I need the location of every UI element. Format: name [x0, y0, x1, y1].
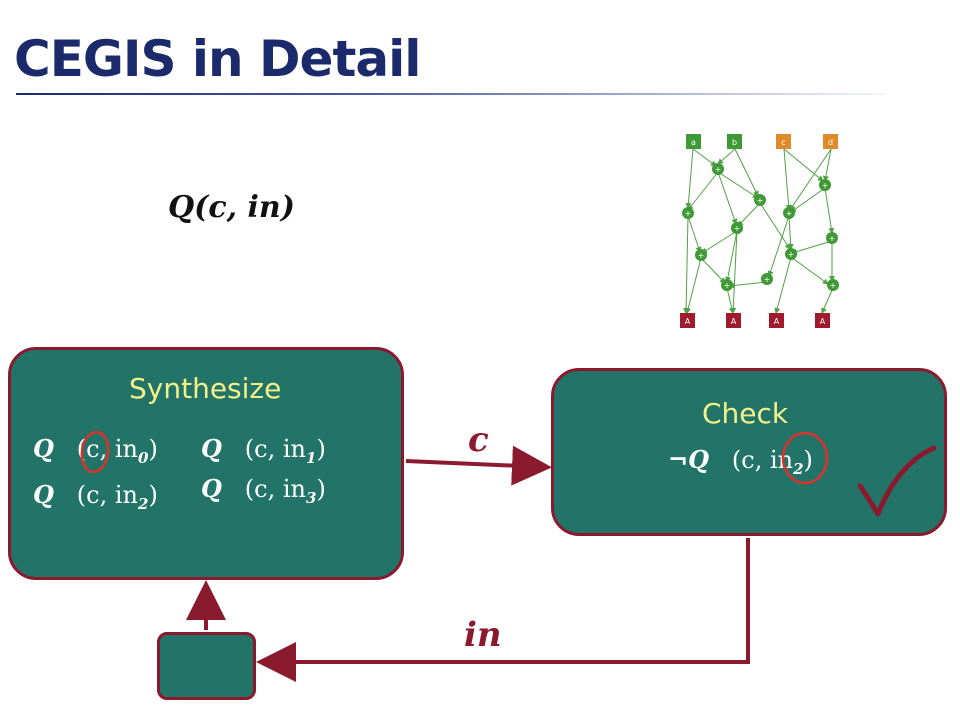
dag-op-label: +	[757, 196, 764, 205]
dag-input-label: d	[828, 138, 833, 147]
dag-op-node	[785, 248, 797, 260]
synth-q: Q	[201, 474, 222, 503]
dag-op-label: +	[685, 209, 692, 218]
synth-close: )	[316, 435, 326, 463]
dag-output-label: A	[731, 317, 737, 326]
dag-op-label: +	[764, 275, 771, 284]
dag-op-node	[827, 279, 839, 291]
dag-output-label: A	[774, 317, 780, 326]
synth-sub: 1	[306, 448, 317, 467]
dag-op-node	[721, 279, 733, 291]
dag-op-nodes: + + + + + + + + + + + +	[682, 163, 839, 291]
title-underline	[16, 93, 886, 95]
synth-args: (c, in	[76, 481, 138, 509]
dag-op-label: +	[822, 181, 829, 190]
dag-output-node	[815, 313, 830, 328]
check-label: Check	[702, 397, 789, 430]
dag-input-b	[727, 134, 742, 149]
dag-input-label: a	[691, 138, 696, 147]
dag-op-node	[754, 194, 766, 206]
dag-output-nodes: A A A A	[680, 313, 830, 328]
synth-query: Q (c, in1)	[201, 434, 326, 467]
synth-args: (c, in	[244, 435, 306, 463]
edge-label-c: c	[468, 420, 489, 460]
check-close: )	[803, 446, 813, 474]
synth-q: Q	[33, 480, 54, 509]
highlight-circle-c	[80, 430, 110, 474]
dag-input-label: b	[732, 138, 737, 147]
dag-input-c	[776, 134, 791, 149]
dag-op-node	[819, 179, 831, 191]
dag-op-label: +	[830, 281, 837, 290]
dag-op-label: +	[786, 209, 793, 218]
dag-input-label: c	[781, 138, 785, 147]
dag-op-node	[826, 232, 838, 244]
synth-query: Q (c, in3)	[201, 474, 326, 507]
checkmark-icon	[857, 445, 937, 517]
synth-close: )	[148, 481, 158, 509]
synth-args: (c, in	[244, 475, 306, 503]
dag-op-label: +	[734, 224, 741, 233]
synthesize-box: Synthesize Q (c, in0) Q (c, in1) Q (c, i…	[8, 347, 404, 580]
dag-op-label: +	[829, 234, 836, 243]
formula-text: Q(c, in)	[168, 190, 295, 225]
dag-output-node	[680, 313, 695, 328]
counterexample-box	[157, 632, 256, 700]
dag-output-label: A	[820, 317, 826, 326]
check-neg: ¬Q	[668, 445, 710, 474]
dag-op-label: +	[724, 281, 731, 290]
dag-output-node	[726, 313, 741, 328]
dag-output-node	[769, 313, 784, 328]
dag-input-d	[823, 134, 838, 149]
dag-op-node	[712, 163, 724, 175]
dag-op-node	[761, 273, 773, 285]
highlight-circle-in	[781, 431, 829, 485]
check-sub: 2	[793, 459, 804, 478]
spec-formula: Q(c, in)	[168, 190, 295, 225]
synth-close: )	[148, 435, 158, 463]
synth-query: Q (c, in2)	[33, 480, 158, 513]
edge-label-in: in	[464, 615, 502, 655]
synthesize-label: Synthesize	[129, 372, 282, 405]
synth-q: Q	[33, 434, 54, 463]
synth-sub: 2	[138, 494, 149, 513]
dag-output-label: A	[685, 317, 691, 326]
dag-op-node	[783, 207, 795, 219]
arrow-synth-to-check	[405, 445, 552, 486]
synth-q: Q	[201, 434, 222, 463]
dag-edges	[683, 148, 835, 314]
dag-input-nodes: a b c d	[686, 134, 838, 149]
dag-op-node	[695, 249, 707, 261]
dag-op-label: +	[788, 250, 795, 259]
dag-op-node	[731, 222, 743, 234]
synth-sub: 3	[306, 488, 317, 507]
dag-op-label: +	[698, 251, 705, 260]
dag-op-node	[682, 207, 694, 219]
dag-op-label: +	[715, 165, 722, 174]
arrow-check-to-box	[256, 538, 750, 682]
synth-close: )	[316, 475, 326, 503]
synth-sub: 0	[138, 448, 149, 467]
slide-title: CEGIS in Detail	[14, 30, 421, 88]
dag-input-a	[686, 134, 701, 149]
